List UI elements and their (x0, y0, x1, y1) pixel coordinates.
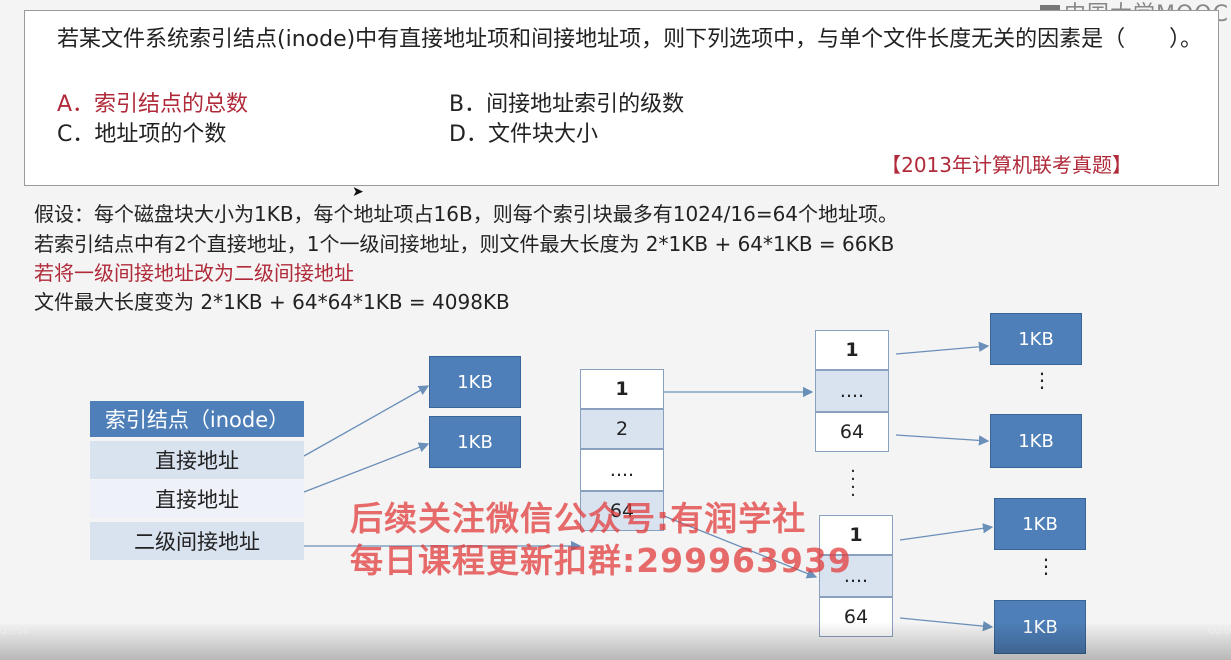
mouse-cursor-icon: ➤ (352, 184, 364, 200)
option-a: A．索引结点的总数 (57, 92, 249, 117)
index-cell: 64 (580, 491, 664, 531)
vertical-ellipsis: ···· (850, 461, 856, 506)
inode-row-direct-2: 直接地址 (90, 480, 304, 518)
inode-row-direct-1: 直接地址 (90, 441, 304, 479)
index-cell: 1 (815, 330, 889, 370)
data-block: 1KB (429, 416, 521, 468)
question-box: 若某文件系统索引结点(inode)中有直接地址项和间接地址项，则下列选项中，与单… (24, 10, 1219, 186)
index-cell: 1 (580, 369, 664, 409)
explanation-line-3: 若将一级间接地址改为二级间接地址 (34, 261, 354, 285)
index-cell: 64 (815, 412, 889, 452)
data-block: 1KB (994, 600, 1086, 654)
index-cell: 1 (819, 515, 893, 555)
index-cell: .... (815, 370, 889, 412)
index-cell: .... (580, 449, 664, 491)
video-control-bar[interactable] (0, 622, 1231, 660)
total-time: 00:0 (1208, 626, 1231, 637)
question-source: 【2013年计算机联考真题】 (881, 153, 1132, 177)
vertical-ellipsis: ⋮ (1036, 554, 1056, 578)
index-cell: .... (819, 555, 893, 597)
question-text: 若某文件系统索引结点(inode)中有直接地址项和间接地址项，则下列选项中，与单… (57, 27, 1203, 52)
index-cell: 2 (580, 409, 664, 449)
watermark-line-2: 每日课程更新扣群:299963939 (350, 541, 852, 580)
data-block: 1KB (429, 356, 521, 408)
data-block: 1KB (994, 498, 1086, 550)
elapsed-time: 03:54 (0, 626, 29, 637)
inode-row-double-indirect: 二级间接地址 (90, 522, 304, 560)
option-d: D．文件块大小 (449, 122, 598, 147)
explanation-line-1: 假设：每个磁盘块大小为1KB，每个地址项占16B，则每个索引块最多有1024/1… (34, 202, 899, 226)
data-block: 1KB (990, 414, 1082, 468)
explanation-line-2: 若索引结点中有2个直接地址，1个一级间接地址，则文件最大长度为 2*1KB + … (34, 232, 895, 256)
vertical-ellipsis: ⋮ (1032, 368, 1052, 392)
inode-header: 索引结点（inode） (90, 401, 304, 437)
explanation-line-4: 文件最大长度变为 2*1KB + 64*64*1KB = 4098KB (34, 290, 510, 314)
data-block: 1KB (990, 313, 1082, 365)
watermark-line-1: 后续关注微信公众号:有润学社 (350, 499, 807, 538)
index-cell: 64 (819, 597, 893, 637)
option-c: C．地址项的个数 (57, 122, 227, 147)
option-b: B．间接地址索引的级数 (449, 92, 685, 117)
